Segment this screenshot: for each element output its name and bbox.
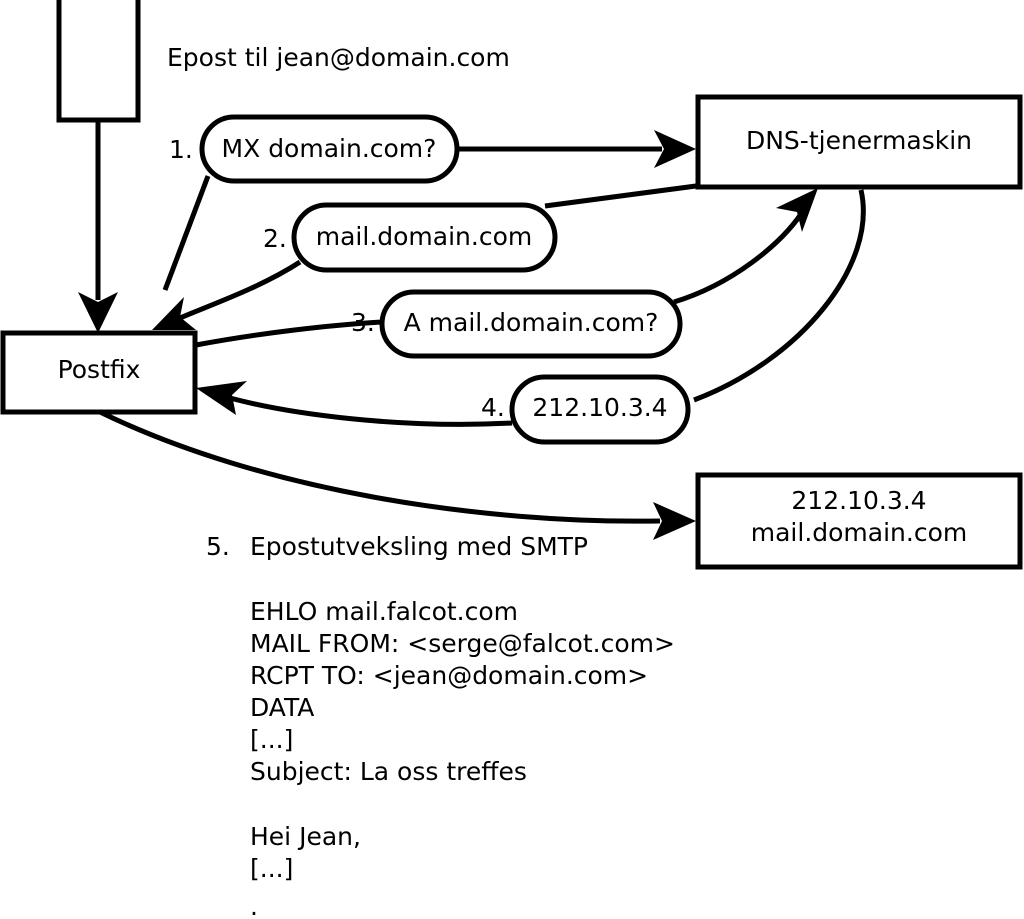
step-number-1: 1. <box>169 135 193 164</box>
message-bubble-4[interactable]: 212.10.3.4 <box>509 374 691 445</box>
node-dns-server-label: DNS-tjenermaskin <box>746 126 972 155</box>
smtp-line: MAIL FROM: <serge@falcot.com> <box>250 629 675 658</box>
smtp-line: Subject: La oss treffes <box>250 757 527 786</box>
message-bubble-3[interactable]: A mail.domain.com? <box>379 289 683 359</box>
node-mail-server-hostname: mail.domain.com <box>751 518 967 547</box>
message-bubble-1[interactable]: MX domain.com? <box>199 114 460 184</box>
smtp-line: EHLO mail.falcot.com <box>250 597 518 626</box>
node-mail-server-ip: 212.10.3.4 <box>791 486 926 515</box>
node-postfix-label: Postfix <box>58 355 141 384</box>
message-bubble-2-label: mail.domain.com <box>316 222 532 251</box>
node-client-box[interactable] <box>56 0 141 123</box>
edge-step1-postfix-to-dns <box>162 130 696 291</box>
smtp-line: Hei Jean, <box>250 822 361 851</box>
edge-client-to-postfix <box>78 122 118 333</box>
smtp-line: [...] <box>250 725 293 754</box>
node-mail-server[interactable]: 212.10.3.4 mail.domain.com <box>695 472 1023 570</box>
smtp-line: DATA <box>250 693 314 722</box>
step-number-3: 3. <box>351 308 375 337</box>
smtp-line: RCPT TO: <jean@domain.com> <box>250 661 648 690</box>
step-number-4: 4. <box>481 393 505 422</box>
message-bubble-3-label: A mail.domain.com? <box>404 308 659 337</box>
message-bubble-2[interactable]: mail.domain.com <box>291 202 558 273</box>
edge-step5-postfix-to-mailserver <box>98 409 696 540</box>
step-5-label: Epostutveksling med SMTP <box>250 532 588 561</box>
edge-step3-postfix-to-dns <box>195 188 818 348</box>
smtp-line: . <box>250 892 258 919</box>
smtp-line: [...] <box>250 854 293 883</box>
step-number-2: 2. <box>263 224 287 253</box>
edge-step4-dns-to-postfix <box>196 189 866 427</box>
incoming-mail-caption: Epost til jean@domain.com <box>167 43 510 72</box>
step-number-5: 5. <box>206 532 230 561</box>
message-bubble-1-label: MX domain.com? <box>222 134 437 163</box>
message-bubble-4-label: 212.10.3.4 <box>532 393 667 422</box>
node-postfix[interactable]: Postfix <box>0 330 198 415</box>
node-dns-server[interactable]: DNS-tjenermaskin <box>695 94 1023 190</box>
edge-step2-dns-to-postfix <box>152 183 697 330</box>
